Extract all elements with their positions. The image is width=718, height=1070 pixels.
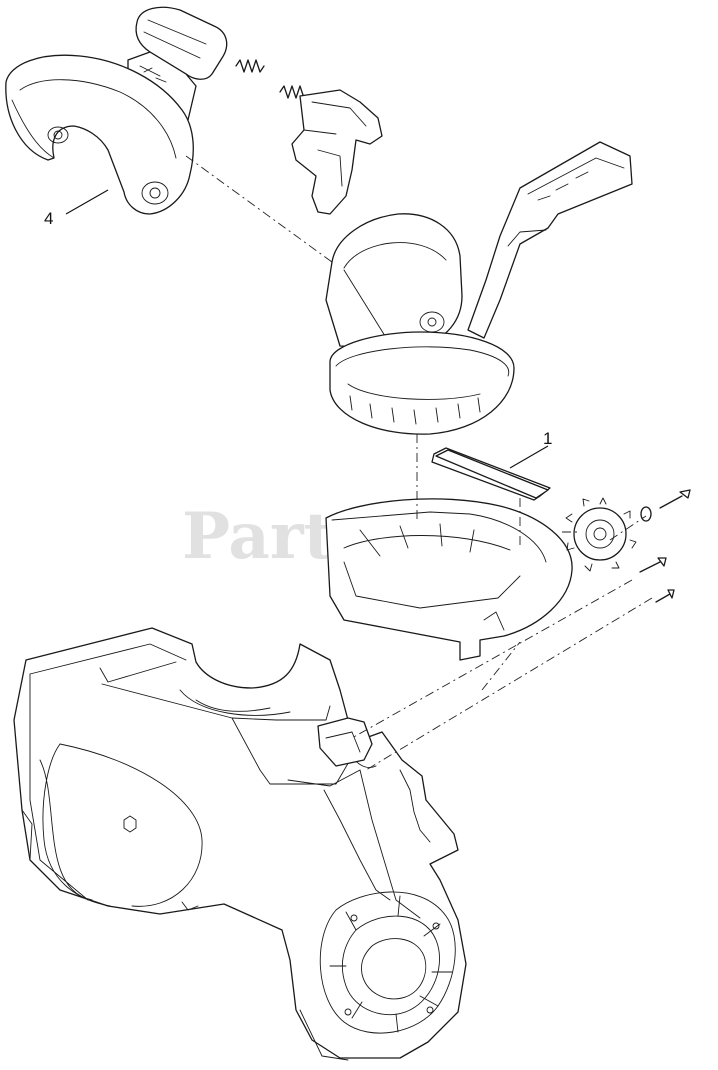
lever-bracket-part[interactable] <box>291 89 383 215</box>
chute-deflector-part[interactable] <box>5 6 228 215</box>
spring-part[interactable] <box>235 59 305 99</box>
decal-label-part[interactable] <box>431 447 551 501</box>
fastener-parts[interactable] <box>639 489 691 603</box>
gear-part[interactable] <box>565 497 637 572</box>
discharge-chute-part[interactable] <box>325 141 633 435</box>
callout-1-label: 1 <box>543 429 552 448</box>
assembly-lines <box>185 155 653 771</box>
auger-housing-part[interactable] <box>13 627 467 1061</box>
callout-1: 1 <box>509 429 552 469</box>
callout-4: 4 <box>44 189 109 228</box>
chute-base-plate-part[interactable] <box>325 498 573 661</box>
callout-4-label: 4 <box>44 209 53 228</box>
